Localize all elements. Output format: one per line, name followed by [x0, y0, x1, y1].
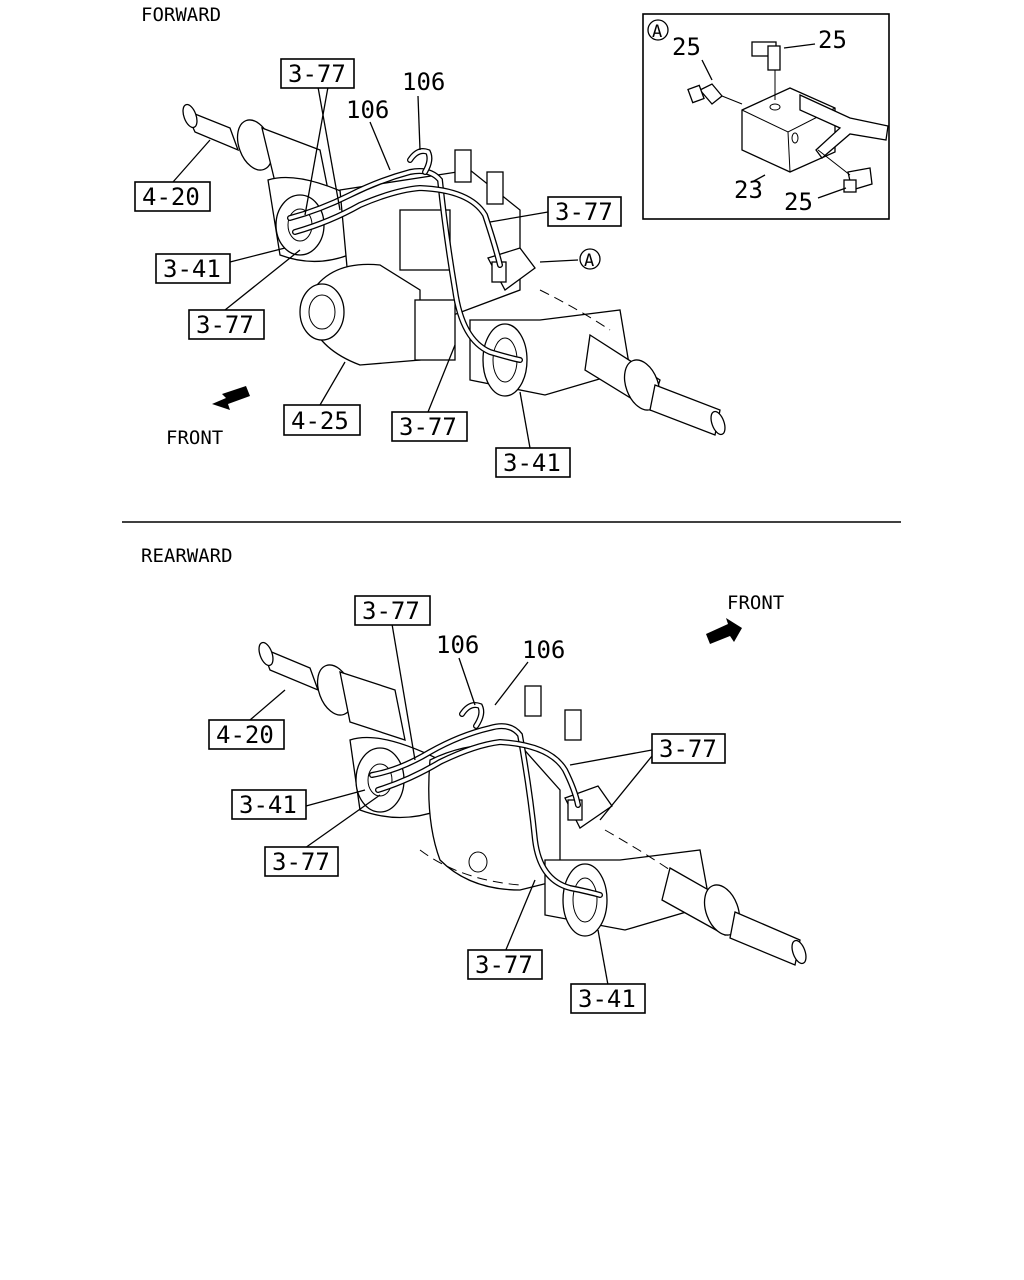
forward-callout-marker-a: A: [579, 248, 601, 271]
rearward-front-label: FRONT: [727, 592, 784, 614]
svg-text:A: A: [652, 22, 662, 42]
forward-axle-drawing: [182, 103, 726, 436]
svg-text:3-77: 3-77: [555, 198, 613, 226]
rearward-label-3-41-bottom: 3-41: [570, 983, 646, 1014]
svg-text:3-77: 3-77: [399, 413, 457, 441]
svg-text:4-20: 4-20: [142, 183, 200, 211]
svg-text:3-41: 3-41: [163, 255, 221, 283]
svg-text:3-41: 3-41: [503, 449, 561, 477]
forward-title: FORWARD: [141, 4, 221, 26]
rearward-label-3-77-left: 3-77: [264, 846, 339, 877]
forward-label-4-25: 4-25: [283, 404, 361, 436]
rearward-label-4-20: 4-20: [208, 719, 285, 750]
forward-leader-lines: [172, 86, 579, 449]
forward-label-106-b: 106: [346, 96, 389, 124]
svg-text:3-41: 3-41: [239, 791, 297, 819]
inset-valve-drawing: [687, 41, 889, 193]
forward-front-label: FRONT: [166, 427, 223, 449]
svg-text:3-41: 3-41: [578, 985, 636, 1013]
svg-text:4-20: 4-20: [216, 721, 274, 749]
svg-text:3-77: 3-77: [475, 951, 533, 979]
inset-detail-a: A 25 25 23 25: [642, 13, 890, 220]
forward-label-3-77-bottom: 3-77: [391, 411, 468, 442]
inset-label-25-left: 25: [672, 33, 701, 61]
forward-label-3-77-right: 3-77: [547, 196, 622, 227]
inset-marker-a: A: [647, 19, 669, 42]
rearward-title: REARWARD: [141, 545, 233, 567]
rearward-label-106-b: 106: [522, 636, 565, 664]
svg-text:A: A: [584, 251, 594, 271]
forward-front-arrow: FRONT: [166, 386, 250, 449]
rearward-label-3-41-left: 3-41: [231, 789, 307, 820]
rearward-label-3-77-top: 3-77: [354, 595, 431, 626]
svg-text:3-77: 3-77: [288, 60, 346, 88]
rearward-leader-lines: [249, 623, 653, 986]
inset-label-25-top: 25: [818, 26, 847, 54]
forward-label-3-41-left: 3-41: [155, 253, 231, 284]
rearward-axle-drawing: [258, 641, 807, 966]
forward-label-4-20: 4-20: [134, 181, 211, 212]
svg-text:3-77: 3-77: [659, 735, 717, 763]
svg-text:3-77: 3-77: [362, 597, 420, 625]
inset-label-23: 23: [734, 176, 763, 204]
forward-label-3-41-bottom: 3-41: [495, 447, 571, 478]
rearward-front-arrow: FRONT: [706, 592, 784, 644]
rearward-section: REARWARD FRONT: [141, 545, 807, 1014]
svg-text:3-77: 3-77: [196, 311, 254, 339]
rearward-label-3-77-bottom: 3-77: [467, 949, 543, 980]
forward-section: FORWARD: [134, 4, 726, 478]
forward-label-106-a: 106: [402, 68, 445, 96]
inset-label-25-bottom: 25: [784, 188, 813, 216]
forward-label-3-77-left: 3-77: [188, 309, 265, 340]
forward-label-3-77-top: 3-77: [280, 58, 355, 89]
rearward-label-106-a: 106: [436, 631, 479, 659]
svg-text:3-77: 3-77: [272, 848, 330, 876]
svg-text:4-25: 4-25: [291, 407, 349, 435]
rearward-label-3-77-right: 3-77: [651, 733, 726, 764]
